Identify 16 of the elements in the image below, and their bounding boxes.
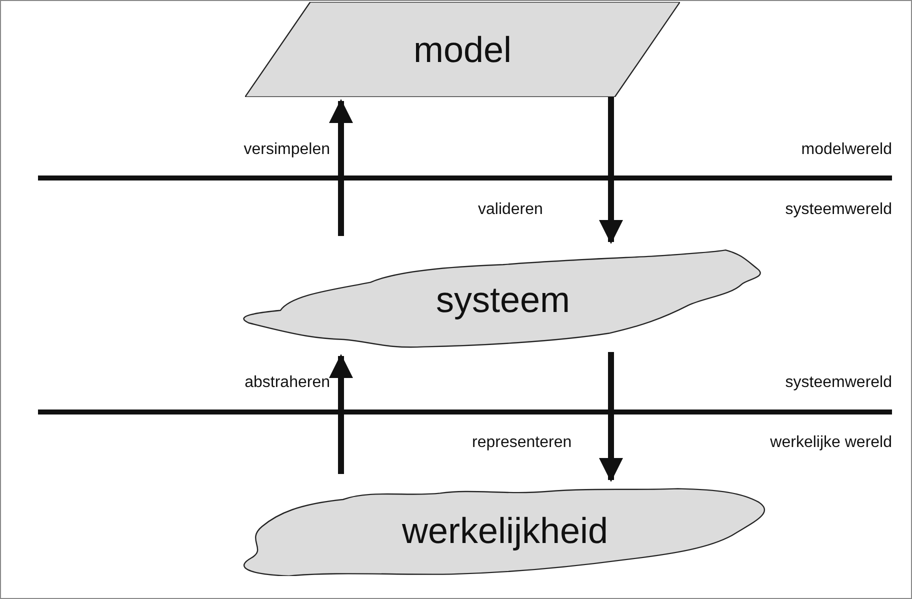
edge-label: versimpelen: [244, 140, 330, 160]
edge-label: abstraheren: [244, 373, 330, 393]
arrow: [329, 99, 353, 236]
node-label: werkelijkheid: [402, 510, 608, 552]
edge-label: representeren: [472, 433, 572, 453]
world-label: werkelijke wereld: [770, 433, 892, 453]
world-label: systeemwereld: [785, 200, 892, 220]
edge-label: valideren: [478, 200, 543, 220]
world-label: systeemwereld: [785, 373, 892, 393]
arrow: [329, 354, 353, 474]
parallelogram-node: [245, 2, 680, 97]
node-label: systeem: [436, 279, 570, 321]
world-label: modelwereld: [801, 140, 892, 160]
arrow: [599, 352, 623, 482]
arrow: [599, 97, 623, 244]
node-label: model: [413, 28, 512, 70]
